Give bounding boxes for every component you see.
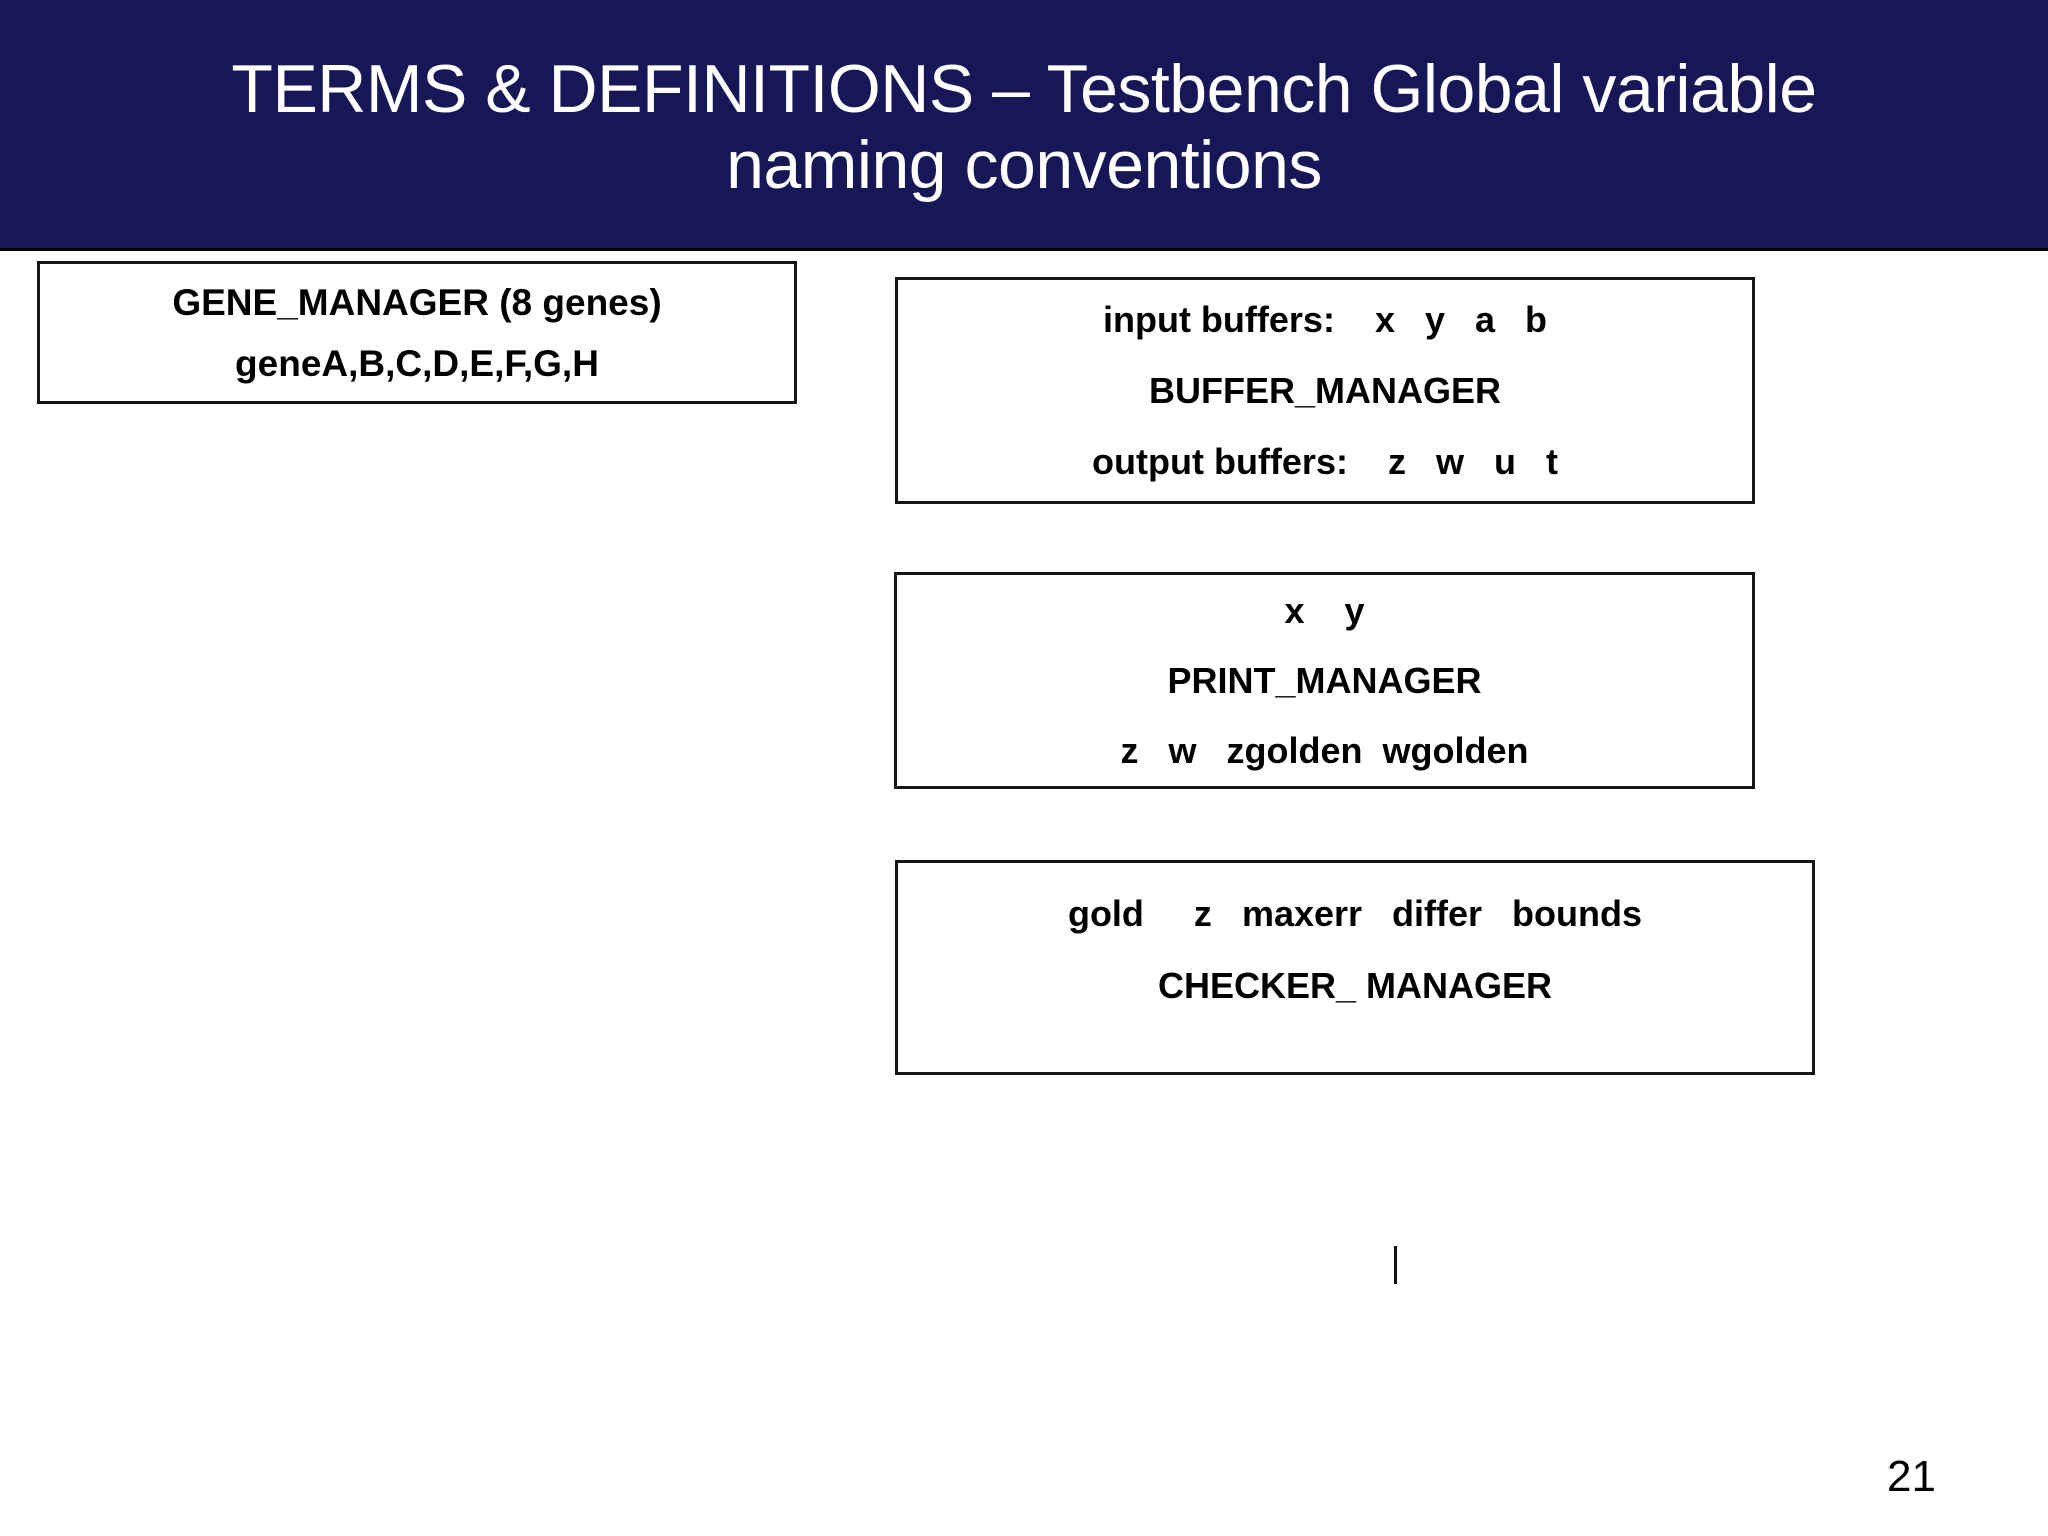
gene-manager-box: GENE_MANAGER (8 genes) geneA,B,C,D,E,F,G… [37,261,797,404]
title-line-1: TERMS & DEFINITIONS – Testbench Global v… [231,50,1817,127]
title-line-2: naming conventions [726,127,1322,203]
buffer-manager-input-buffers: input buffers: x y a b [1102,298,1548,340]
print-manager-title: PRINT_MANAGER [1167,659,1482,701]
print-manager-outputs: z w zgolden wgolden [1120,729,1529,771]
gene-manager-variables: geneA,B,C,D,E,F,G,H [235,342,599,384]
buffer-manager-title: BUFFER_MANAGER [1148,369,1501,411]
checker-manager-variables: gold z maxerr differ bounds [1067,893,1643,934]
print-manager-box: x y PRINT_MANAGER z w zgolden wgolden [894,572,1755,789]
print-manager-inputs: x y [1284,589,1365,631]
gene-manager-title: GENE_MANAGER (8 genes) [172,281,662,323]
vertical-tick-mark [1394,1246,1397,1284]
buffer-manager-box: input buffers: x y a b BUFFER_MANAGER ou… [895,277,1755,504]
checker-manager-title: CHECKER_ MANAGER [1157,965,1553,1006]
title-banner: TERMS & DEFINITIONS – Testbench Global v… [0,0,2048,251]
buffer-manager-output-buffers: output buffers: z w u t [1092,440,1558,482]
page-number: 21 [1887,1452,1936,1501]
page-title: TERMS & DEFINITIONS – Testbench Global v… [114,51,1934,203]
checker-manager-box: gold z maxerr differ bounds CHECKER_ MAN… [895,860,1815,1075]
